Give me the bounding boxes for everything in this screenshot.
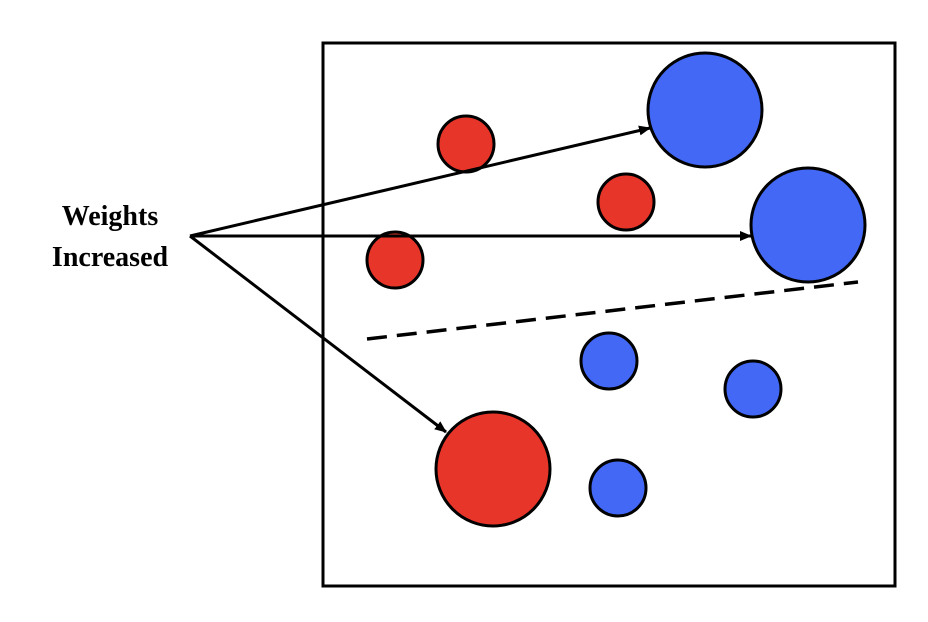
annotation-label-line1: Weights [61,201,159,232]
data-point-red-weighted [434,410,552,528]
data-point-red [436,114,496,174]
arrow-to-weighted-point [189,125,651,238]
data-point-blue [723,359,783,419]
arrow-to-weighted-point [189,234,447,434]
data-point-blue-weighted [646,51,764,169]
data-point-blue [579,331,639,391]
data-point-blue [588,458,648,518]
data-point-red-weighted [365,230,425,290]
data-point-red [596,172,656,232]
annotation-label-line2: Increased [51,242,169,273]
decision-boundary [366,280,859,341]
data-point-blue-weighted [749,166,867,284]
feature-space-frame [321,41,897,588]
